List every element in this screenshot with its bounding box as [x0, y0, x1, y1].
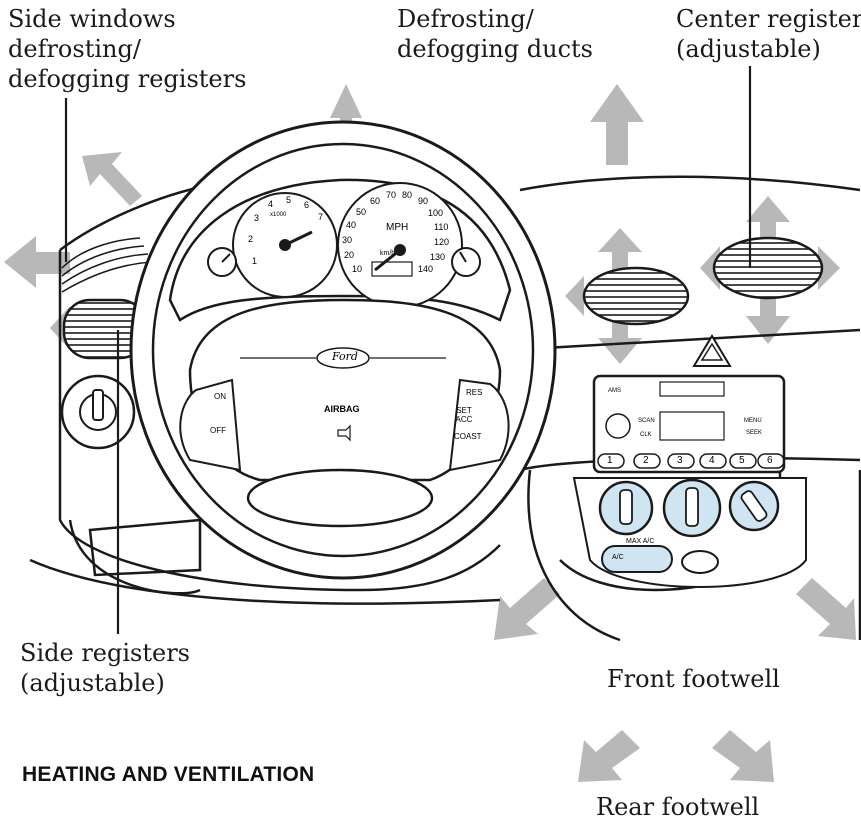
radio-preset-4: 4: [709, 455, 715, 466]
climate-panel: [572, 477, 807, 588]
front-footwell-arrow-left: [494, 578, 560, 640]
callout-front-footwell: Front footwell: [607, 665, 780, 693]
cruise-pad-left: [179, 378, 242, 472]
horn-icon: [337, 424, 351, 442]
cruise-res-label: RES: [466, 388, 483, 397]
ac-label: A/C: [612, 554, 624, 561]
radio-preset-2: 2: [643, 455, 649, 466]
radio-preset-5: 5: [739, 455, 745, 466]
rpm-tick-2: 2: [248, 234, 254, 244]
rpm-unit-label: x1000: [270, 212, 287, 218]
dash-contour: [58, 250, 501, 592]
metric-unit-label: km/h: [380, 250, 396, 257]
tick-label-50: 50: [356, 207, 367, 217]
radio-preset-3: 3: [677, 455, 683, 466]
section-heading: HEATING AND VENTILATION: [22, 763, 315, 786]
lower-spoke: [246, 468, 434, 528]
front-footwell-arrow-right: [796, 578, 856, 640]
radio-unit: [592, 374, 786, 474]
callout-side-windows: Side windows defrosting/ defogging regis…: [8, 5, 247, 93]
center-register-right: [712, 236, 824, 300]
radio-btn-seek: SEEK: [746, 430, 763, 436]
tick-label-40: 40: [346, 220, 357, 230]
tick-label-10: 10: [352, 264, 363, 274]
side-window-vent-lines: [61, 237, 153, 293]
rpm-tick-3: 3: [254, 213, 260, 223]
tick-label-30: 30: [342, 235, 353, 245]
rpm-tick-4: 4: [268, 199, 274, 209]
lower-panel: [88, 518, 202, 577]
tick-label-130: 130: [430, 252, 446, 262]
tick-label-80: 80: [402, 190, 413, 200]
tick-label-120: 120: [434, 237, 450, 247]
defrost-arrow-right: [590, 84, 644, 165]
tick-label-60: 60: [370, 196, 381, 206]
tick-label-110: 110: [434, 222, 449, 232]
radio-preset-row: [597, 453, 785, 469]
hazard-button: [692, 334, 732, 367]
callout-defrost-ducts: Defrosting/ defogging ducts: [397, 5, 593, 63]
cruise-set-acc-label: SET ACC: [455, 406, 473, 424]
callout-center-registers: Center registers (adjustable): [676, 5, 861, 63]
max-ac-label: MAX A/C: [626, 538, 655, 545]
radio-preset-6: 6: [767, 455, 773, 466]
tick-label-90: 90: [418, 196, 429, 206]
speed-unit-label: MPH: [386, 222, 409, 233]
airbag-label: AIRBAG: [324, 404, 360, 414]
side-window-arrow-left: [4, 236, 70, 288]
radio-btn-clk: CLK: [640, 432, 652, 438]
ac-button: [601, 545, 673, 573]
tick-label-20: 20: [344, 250, 355, 260]
radio-btn-scan: SCAN: [638, 418, 655, 424]
glovebox-line: [68, 519, 201, 595]
radio-btn-ams: AMS: [608, 388, 622, 394]
side-window-arrow-upleft: [82, 152, 142, 206]
dash-lower-edge: [29, 558, 501, 605]
rpm-tick-5: 5: [286, 195, 292, 205]
cruise-coast-label: COAST: [454, 432, 482, 441]
cruise-pad-right: [448, 378, 510, 472]
defrost-arrow-center: [330, 84, 362, 150]
callout-rear-footwell: Rear footwell: [596, 793, 760, 821]
cruise-off-label: OFF: [210, 426, 226, 435]
tick-label-70: 70: [386, 190, 397, 200]
rear-footwell-arrow-left: [578, 730, 640, 782]
steering-hub: [179, 298, 510, 528]
rpm-tick-1: 1: [252, 256, 258, 266]
callout-side-registers: Side registers (adjustable): [20, 639, 190, 697]
tick-label-140: 140: [418, 264, 434, 274]
recirc-button: [681, 550, 719, 574]
ford-logo-text: Ford: [332, 350, 358, 363]
rpm-tick-7: 7: [318, 212, 324, 222]
leader-lines: [64, 66, 752, 634]
ford-logo: [316, 347, 370, 369]
cruise-on-label: ON: [214, 392, 226, 401]
radio-preset-1: 1: [607, 455, 613, 466]
rpm-tick-6: 6: [304, 200, 310, 210]
headlamp-switch: [60, 374, 136, 450]
instrument-cluster: [168, 178, 512, 322]
radio-btn-menu: MENU: [744, 418, 762, 424]
center-register-left: [582, 266, 690, 326]
tick-label-100: 100: [428, 208, 444, 218]
rear-footwell-arrow-right: [712, 730, 774, 782]
